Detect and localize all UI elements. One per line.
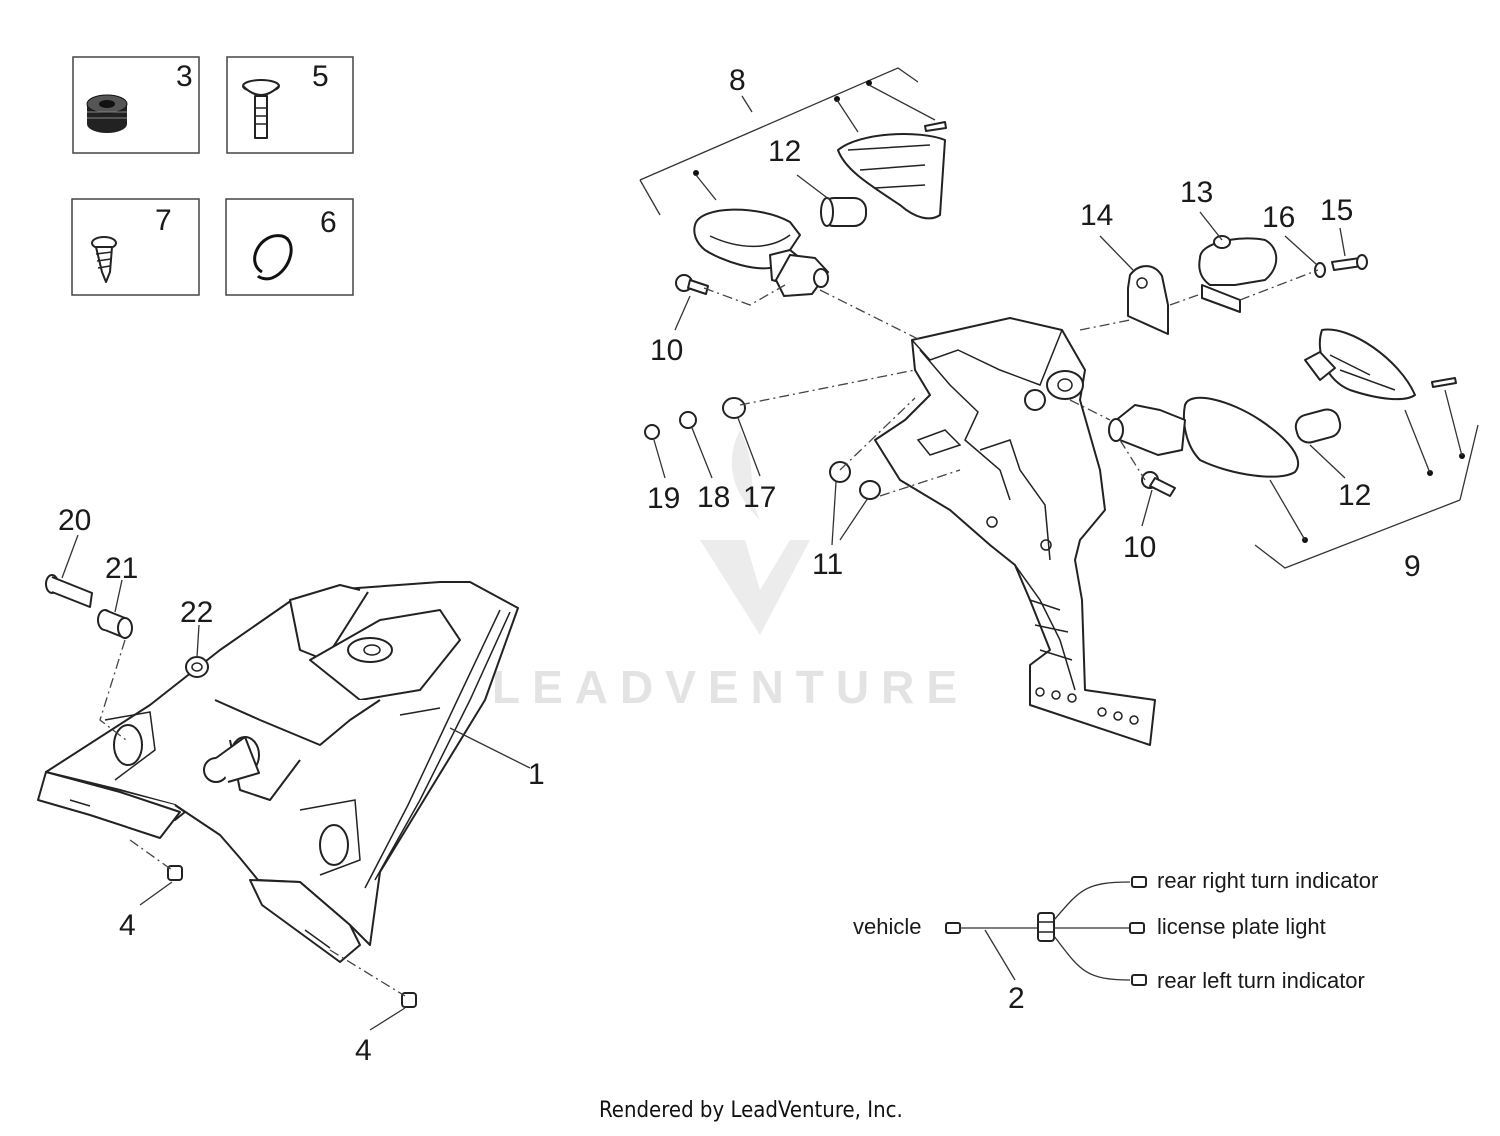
inset-box-label: 5 xyxy=(312,60,329,93)
callout-14: 14 xyxy=(1080,199,1113,232)
callout-10: 10 xyxy=(650,334,683,367)
bolt-icon xyxy=(242,79,280,139)
nut-part-4b xyxy=(401,992,417,1008)
bolt-part-20 xyxy=(45,574,93,608)
grommet-part-11a xyxy=(829,461,851,483)
bolt-part-10b xyxy=(1141,471,1176,497)
callout-17: 17 xyxy=(743,481,776,514)
splice-icon xyxy=(1037,912,1055,942)
clip-icon xyxy=(253,234,293,281)
license-plate-holder xyxy=(874,317,1156,746)
wiring-output-rear-right: rear right turn indicator xyxy=(1157,868,1378,893)
washer-part-22 xyxy=(185,656,209,678)
callout-22: 22 xyxy=(180,596,213,629)
license-light-part-13 xyxy=(1198,235,1278,313)
undertray-part-1 xyxy=(37,581,519,963)
callout-9: 9 xyxy=(1404,550,1421,583)
callout-16: 16 xyxy=(1262,201,1295,234)
grommet-part-11b xyxy=(859,480,881,500)
callout-11: 11 xyxy=(812,548,843,581)
callout-2: 2 xyxy=(1008,982,1025,1015)
callout-12: 12 xyxy=(768,135,801,168)
grommet-part-17 xyxy=(722,397,746,419)
bolt-part-10a xyxy=(675,274,709,295)
inset-box-label: 7 xyxy=(155,204,172,237)
inset-box-label: 6 xyxy=(320,206,337,239)
watermark-text: LEADVENTURE xyxy=(492,661,969,713)
callout-18: 18 xyxy=(697,481,730,514)
inset-box-5[interactable]: 5 xyxy=(226,56,354,154)
screw-icon xyxy=(91,236,117,283)
callout-10: 10 xyxy=(1123,531,1156,564)
callout-12: 12 xyxy=(1338,479,1371,512)
callout-15: 15 xyxy=(1320,194,1353,227)
turn-indicator-part-8 xyxy=(693,121,947,297)
callout-4: 4 xyxy=(119,909,136,942)
footer-credit: Rendered by LeadVenture, Inc. xyxy=(599,1098,903,1123)
connector-icon xyxy=(1131,876,1147,888)
inset-box-3[interactable]: 3 xyxy=(72,56,200,154)
callout-4: 4 xyxy=(355,1034,372,1067)
callout-13: 13 xyxy=(1180,176,1213,209)
wiring-harness: vehicle rear right turn indicator licens… xyxy=(853,868,1378,993)
washer-part-18 xyxy=(679,411,697,429)
connector-icon xyxy=(1129,922,1145,934)
wiring-source-label: vehicle xyxy=(853,914,921,939)
inset-box-label: 3 xyxy=(176,60,193,93)
nut-part-19 xyxy=(644,424,660,440)
callout-21: 21 xyxy=(105,552,138,585)
wiring-output-rear-left: rear left turn indicator xyxy=(1157,968,1365,993)
inset-box-6[interactable]: 6 xyxy=(225,198,354,296)
callout-8: 8 xyxy=(729,64,746,97)
washer-part-16 xyxy=(1314,262,1326,278)
bracket-part-14 xyxy=(1127,265,1169,335)
callout-1: 1 xyxy=(528,758,545,791)
spacer-part-21 xyxy=(97,609,133,639)
connector-icon xyxy=(945,922,961,934)
callouts: 1 2 4 4 8 9 10 10 11 12 12 13 14 15 16 1… xyxy=(58,64,1421,1067)
screw-part-15 xyxy=(1331,254,1368,271)
wiring-output-license: license plate light xyxy=(1157,914,1326,939)
watermark: LEADVENTURE xyxy=(492,430,969,713)
turn-indicator-part-9 xyxy=(1108,328,1457,478)
inset-box-7[interactable]: 7 xyxy=(71,198,200,296)
nut-part-4a xyxy=(167,865,183,881)
connector-icon xyxy=(1131,974,1147,986)
callout-20: 20 xyxy=(58,504,91,537)
callout-19: 19 xyxy=(647,482,680,515)
grommet-icon xyxy=(86,94,128,133)
